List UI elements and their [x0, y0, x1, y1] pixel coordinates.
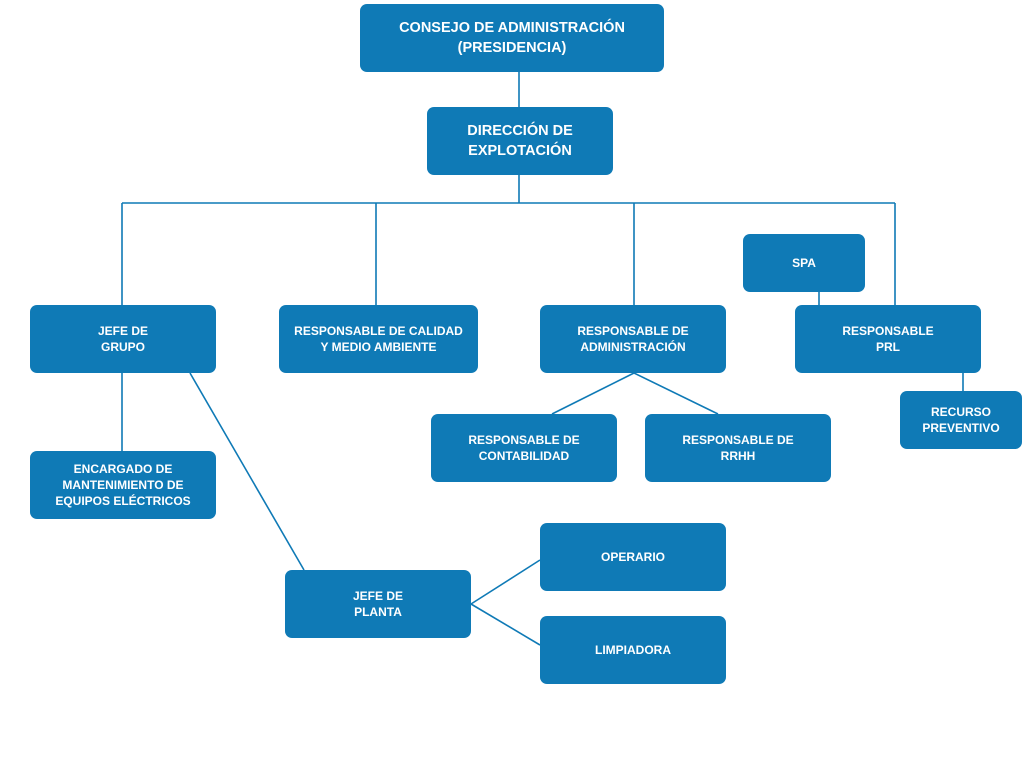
node-responsable-administracion: RESPONSABLE DE ADMINISTRACIÓN [540, 305, 726, 373]
node-limpiadora: LIMPIADORA [540, 616, 726, 684]
connector-jefe-grupo-jefe-planta [189, 372, 305, 571]
node-jefe-planta: JEFE DE PLANTA [285, 570, 471, 638]
connector-admin-rrhh [633, 372, 719, 415]
node-responsable-contabilidad: RESPONSABLE DE CONTABILIDAD [431, 414, 617, 482]
node-responsable-rrhh: RESPONSABLE DE RRHH [645, 414, 831, 482]
node-spa: SPA [743, 234, 865, 292]
connector-planta-limpiadora [470, 603, 541, 646]
node-responsable-prl: RESPONSABLE PRL [795, 305, 981, 373]
node-direccion-explotacion: DIRECCIÓN DE EXPLOTACIÓN [427, 107, 613, 175]
node-jefe-grupo: JEFE DE GRUPO [30, 305, 216, 373]
node-consejo-administracion: CONSEJO DE ADMINISTRACIÓN (PRESIDENCIA) [360, 4, 664, 72]
connector-admin-contabilidad [551, 372, 635, 415]
node-recurso-preventivo: RECURSO PREVENTIVO [900, 391, 1022, 449]
node-encargado-mantenimiento: ENCARGADO DE MANTENIMIENTO DE EQUIPOS EL… [30, 451, 216, 519]
connector-planta-operario [470, 559, 541, 605]
node-operario: OPERARIO [540, 523, 726, 591]
node-responsable-calidad: RESPONSABLE DE CALIDAD Y MEDIO AMBIENTE [279, 305, 478, 373]
